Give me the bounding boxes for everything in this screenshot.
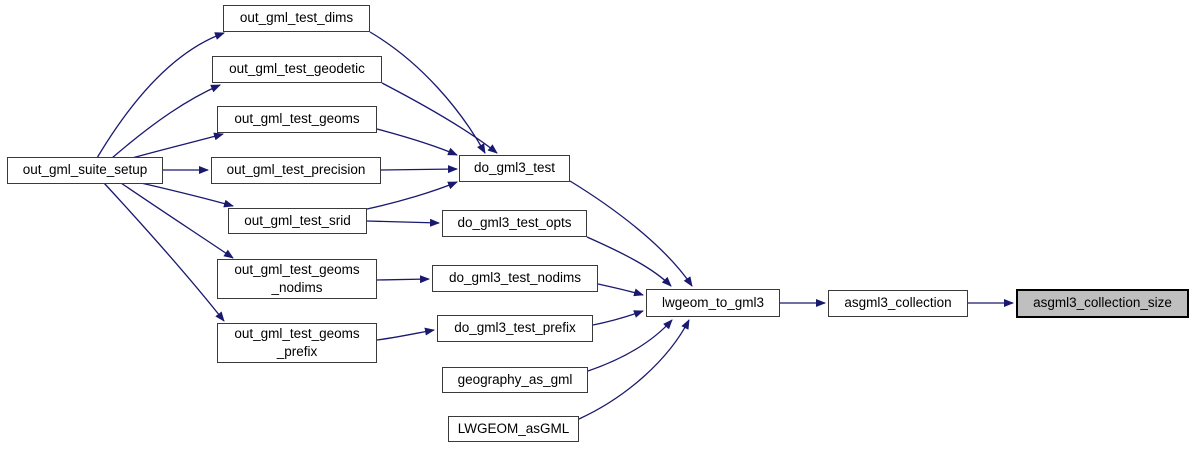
edge-lwgeom-asgml-to-lwgeom-to-gml3: [578, 319, 690, 420]
node-out-gml-test-srid[interactable]: out_gml_test_srid: [228, 208, 367, 234]
node-do-gml3-test[interactable]: do_gml3_test: [459, 155, 570, 182]
node-lwgeom-asgml[interactable]: LWGEOM_asGML: [448, 416, 579, 442]
node-geography-as-gml[interactable]: geography_as_gml: [442, 367, 588, 393]
node-label: asgml3_collection_size: [1033, 295, 1172, 311]
edge-test-geoms-to-do-test: [376, 128, 458, 156]
edge-test-srid-to-do-test: [366, 181, 458, 210]
edge-test-precision-to-do-test: [380, 165, 458, 174]
edge-test-dims-to-do-test: [369, 31, 486, 154]
node-out-gml-test-geoms[interactable]: out_gml_test_geoms: [217, 106, 377, 133]
node-label: do_gml3_test_opts: [457, 215, 572, 231]
node-label: out_gml_test_srid: [244, 212, 351, 228]
edge-suite-setup-to-test-geoms: [131, 132, 224, 159]
edge-test-srid-to-do-test-opts: [366, 218, 440, 227]
node-label: out_gml_test_precision: [226, 162, 366, 178]
node-out-gml-test-dims[interactable]: out_gml_test_dims: [223, 5, 370, 32]
edge-suite-setup-to-test-geoms-nodims: [120, 182, 234, 259]
node-label: out_gml_test_geoms: [234, 111, 360, 127]
node-out-gml-test-geoms-nodims[interactable]: out_gml_test_geoms _nodims: [217, 259, 377, 299]
edge-suite-setup-to-test-srid: [140, 182, 234, 208]
node-label: do_gml3_test_nodims: [448, 270, 582, 286]
edge-do-test-prefix-to-lwgeom-to-gml3: [592, 310, 644, 326]
node-out-gml-test-geodetic[interactable]: out_gml_test_geodetic: [212, 56, 382, 83]
node-label: out_gml_suite_setup: [22, 162, 148, 178]
node-label: LWGEOM_asGML: [457, 420, 570, 436]
node-label: out_gml_test_geoms _nodims: [234, 261, 360, 295]
node-out-gml-test-geoms-prefix[interactable]: out_gml_test_geoms _prefix: [217, 323, 377, 363]
node-do-gml3-test-opts[interactable]: do_gml3_test_opts: [442, 210, 587, 237]
node-label: out_gml_test_dims: [239, 10, 354, 26]
node-lwgeom-to-gml3[interactable]: lwgeom_to_gml3: [646, 289, 780, 317]
edge-suite-setup-to-test-dims: [96, 32, 225, 159]
edge-suite-setup-to-test-geodetic: [111, 84, 221, 159]
node-out-gml-test-precision[interactable]: out_gml_test_precision: [211, 157, 381, 184]
node-do-gml3-test-nodims[interactable]: do_gml3_test_nodims: [432, 265, 598, 292]
edge-suite-setup-to-test-geoms-prefix: [103, 182, 225, 322]
node-label: asgml3_collection: [844, 295, 952, 311]
node-label: out_gml_test_geodetic: [229, 61, 365, 77]
edge-test-geodetic-to-do-test: [381, 82, 498, 154]
edge-geography-as-gml-to-lwgeom-to-gml3: [587, 319, 673, 372]
node-label: out_gml_test_geoms _prefix: [234, 325, 360, 359]
edge-test-geoms-prefix-to-do-test-prefix: [376, 327, 435, 341]
node-asgml3-collection[interactable]: asgml3_collection: [828, 290, 968, 317]
edge-do-test-opts-to-lwgeom-to-gml3: [586, 236, 672, 287]
edge-do-test-nodims-to-lwgeom-to-gml3: [597, 283, 644, 297]
node-do-gml3-test-prefix[interactable]: do_gml3_test_prefix: [437, 315, 593, 342]
edge-test-geoms-nodims-to-do-test-nodims: [376, 275, 430, 284]
node-label: geography_as_gml: [457, 371, 573, 387]
node-out-gml-suite-setup[interactable]: out_gml_suite_setup: [7, 157, 163, 184]
node-asgml3-collection-size: asgml3_collection_size: [1016, 289, 1189, 318]
node-label: lwgeom_to_gml3: [661, 294, 765, 310]
node-label: do_gml3_test: [473, 160, 556, 176]
node-label: do_gml3_test_prefix: [454, 320, 576, 336]
